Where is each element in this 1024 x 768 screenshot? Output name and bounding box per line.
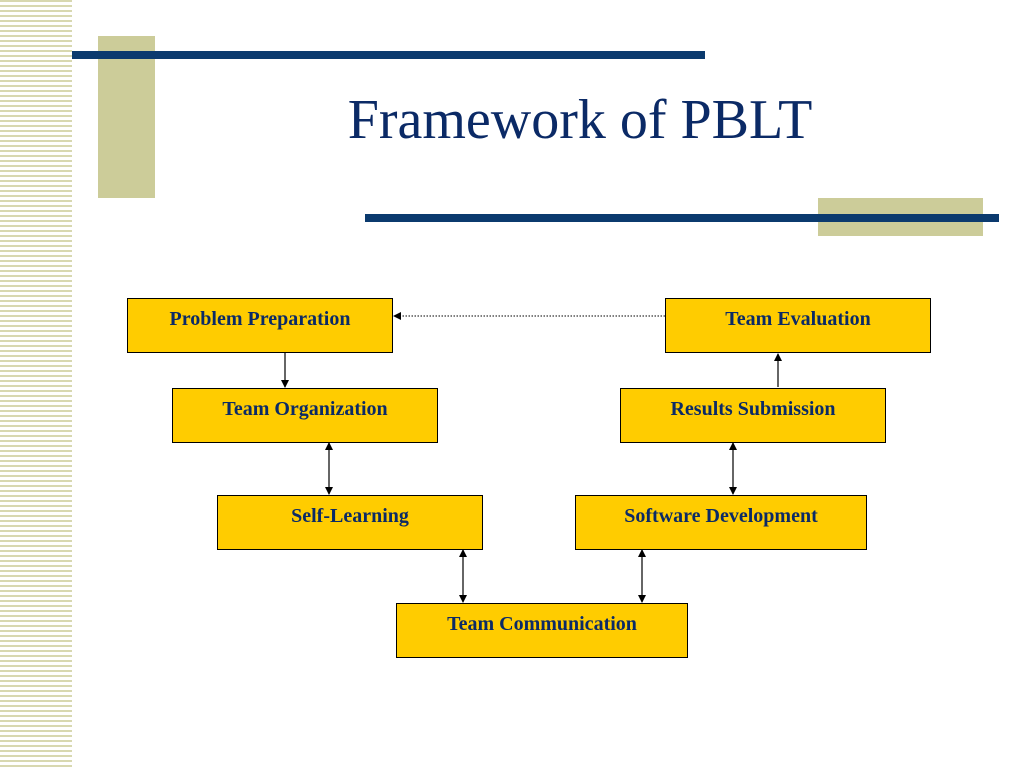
- slide-title: Framework of PBLT: [347, 89, 813, 151]
- node-team-communication: Team Communication: [396, 603, 688, 658]
- node-team-evaluation: Team Evaluation: [665, 298, 931, 353]
- node-self-learning: Self-Learning: [217, 495, 483, 550]
- node-results-submission: Results Submission: [620, 388, 886, 443]
- node-team-organization: Team Organization: [172, 388, 438, 443]
- node-problem-preparation: Problem Preparation: [127, 298, 393, 353]
- accent-block-top: [98, 36, 155, 198]
- title-bar-top: [72, 51, 705, 59]
- striped-sidebar-decoration: [0, 0, 72, 768]
- title-bar-bottom: [365, 214, 999, 222]
- node-software-development: Software Development: [575, 495, 867, 550]
